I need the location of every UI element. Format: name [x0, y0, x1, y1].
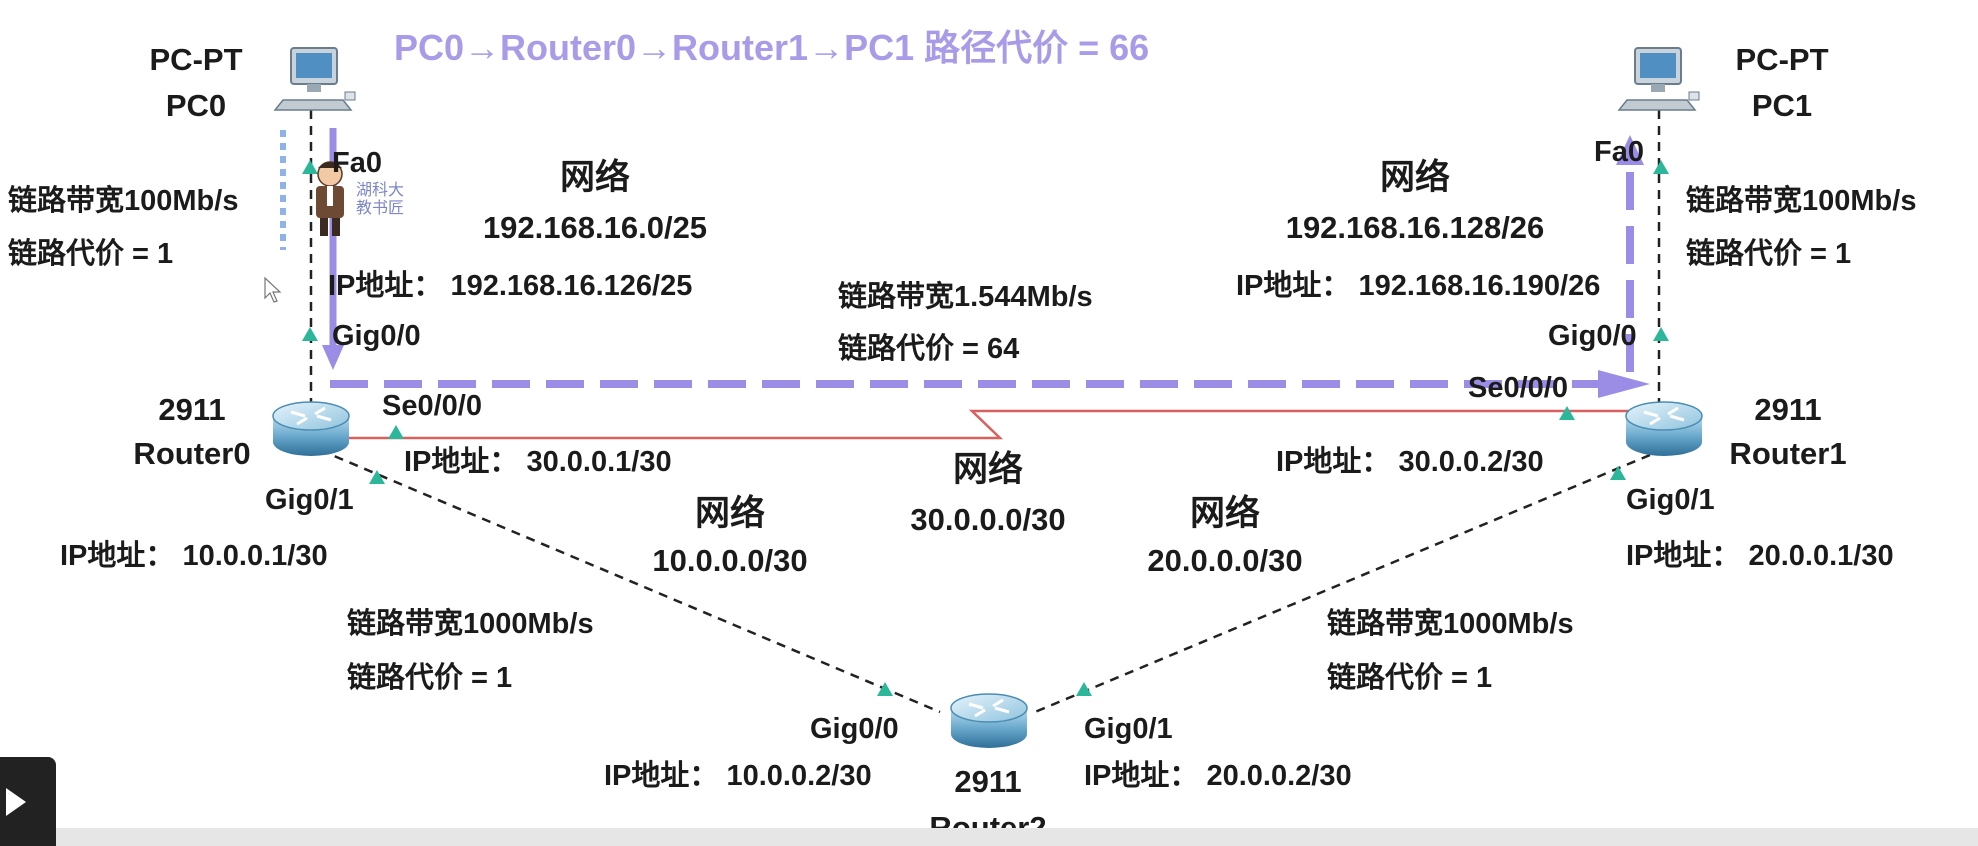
- network-label-lan1: 192.168.16.128/26: [1285, 210, 1545, 245]
- pc-icon: [1617, 47, 1700, 111]
- pc0-model: PC-PT: [149, 42, 243, 77]
- network-label-lan0-word: 网络: [559, 158, 631, 197]
- port-label-pc1-fa0: Fa0: [1594, 136, 1644, 168]
- link-bandwidth-pc1: 链路带宽100Mb/s: [1686, 185, 1917, 217]
- port-label-r0-se000: Se0/0/0: [382, 390, 482, 422]
- link-cost-pc0: 链路代价 = 1: [8, 238, 174, 270]
- ip-label-r0-se000: IP地址： 30.0.0.1/30: [404, 446, 672, 478]
- router2-model: 2911: [954, 764, 1022, 799]
- link-cost-r0-r2: 链路代价 = 1: [347, 662, 513, 694]
- port-markers: [302, 160, 1669, 696]
- router-icon: [950, 693, 1028, 748]
- ip-label-r1-se000: IP地址： 30.0.0.2/30: [1276, 446, 1544, 478]
- network-label-serial: 30.0.0.0/30: [910, 502, 1066, 537]
- link-bandwidth-serial: 链路带宽1.544Mb/s: [838, 281, 1093, 313]
- port-marker-r1-se000: [1559, 406, 1575, 420]
- router1-model: 2911: [1754, 392, 1822, 427]
- ip-label-r1-gig01: IP地址： 20.0.0.1/30: [1626, 540, 1894, 572]
- network-label-lan1-word: 网络: [1379, 158, 1451, 197]
- presenter-avatar: [316, 161, 344, 236]
- router1-name: Router1: [1729, 436, 1847, 471]
- router0-model: 2911: [158, 392, 226, 427]
- ip-label-r2-gig01: IP地址： 20.0.0.2/30: [1084, 760, 1352, 792]
- port-marker-pc0-fa0: [302, 160, 318, 174]
- link-cost-r1-r2: 链路代价 = 1: [1327, 662, 1493, 694]
- link-bandwidth-r1-r2: 链路带宽1000Mb/s: [1327, 608, 1574, 640]
- play-icon: [6, 788, 26, 816]
- ip-label-r1-gig00: IP地址： 192.168.16.190/26: [1236, 270, 1601, 302]
- path-cost-title: PC0→Router0→Router1→PC1 路径代价 = 66: [394, 27, 1150, 68]
- port-label-r2-gig00: Gig0/0: [810, 713, 899, 745]
- port-label-r0-gig00: Gig0/0: [332, 320, 421, 352]
- ip-label-r0-gig00: IP地址： 192.168.16.126/25: [328, 270, 693, 302]
- path-arrowhead-right: [1598, 370, 1650, 398]
- port-label-r0-gig01: Gig0/1: [265, 484, 354, 516]
- path-arrowhead-down: [322, 345, 344, 370]
- network-label-20-word: 网络: [1189, 494, 1261, 533]
- pc1-name: PC1: [1751, 88, 1813, 123]
- link-serial-router0-router1: [335, 409, 1640, 440]
- network-label-serial-word: 网络: [952, 450, 1024, 489]
- link-bandwidth-r0-r2: 链路带宽1000Mb/s: [347, 608, 594, 640]
- link-bandwidth-pc0: 链路带宽100Mb/s: [8, 185, 239, 217]
- port-marker-r0-gig00: [302, 327, 318, 341]
- presenter-caption: 湖科大 教书匠: [356, 182, 404, 219]
- presenter-caption-line2: 教书匠: [356, 200, 405, 218]
- play-button[interactable]: [0, 757, 56, 846]
- port-marker-r2-gig01: [1076, 682, 1092, 696]
- port-marker-pc1-fa0: [1653, 160, 1669, 174]
- port-label-r1-gig00: Gig0/0: [1548, 320, 1637, 352]
- network-label-20: 20.0.0.0/30: [1147, 543, 1303, 578]
- port-label-r2-gig01: Gig0/1: [1084, 713, 1173, 745]
- network-label-10-word: 网络: [694, 494, 766, 533]
- pc1-model: PC-PT: [1735, 42, 1829, 77]
- ip-label-r2-gig00: IP地址： 10.0.0.2/30: [604, 760, 872, 792]
- router-icon: [272, 401, 350, 456]
- port-label-r1-se000: Se0/0/0: [1468, 372, 1568, 404]
- network-label-10: 10.0.0.0/30: [652, 543, 808, 578]
- pc0-name: PC0: [165, 88, 227, 123]
- path-arrowhead-up: [1616, 135, 1644, 165]
- link-router0-router2: [319, 448, 941, 714]
- port-marker-r1-gig00: [1653, 327, 1669, 341]
- cursor-icon: [264, 276, 282, 303]
- port-marker-r1-gig01: [1610, 466, 1626, 480]
- router-icon: [1625, 401, 1703, 456]
- presenter-caption-line1: 湖科大: [356, 182, 405, 199]
- port-marker-r2-gig00: [877, 682, 893, 696]
- router0-name: Router0: [133, 436, 251, 471]
- port-label-r1-gig01: Gig0/1: [1626, 484, 1715, 516]
- network-label-lan0: 192.168.16.0/25: [482, 210, 708, 245]
- video-progress-bar[interactable]: [56, 828, 1978, 846]
- link-cost-serial: 链路代价 = 64: [838, 333, 1020, 365]
- port-marker-r0-se000: [388, 425, 404, 439]
- link-cost-pc1: 链路代价 = 1: [1686, 238, 1852, 270]
- port-marker-r0-gig01: [369, 470, 385, 484]
- ip-label-r0-gig01: IP地址： 10.0.0.1/30: [60, 540, 328, 572]
- pc-icon: [273, 47, 356, 111]
- port-label-pc0-fa0: Fa0: [332, 147, 382, 179]
